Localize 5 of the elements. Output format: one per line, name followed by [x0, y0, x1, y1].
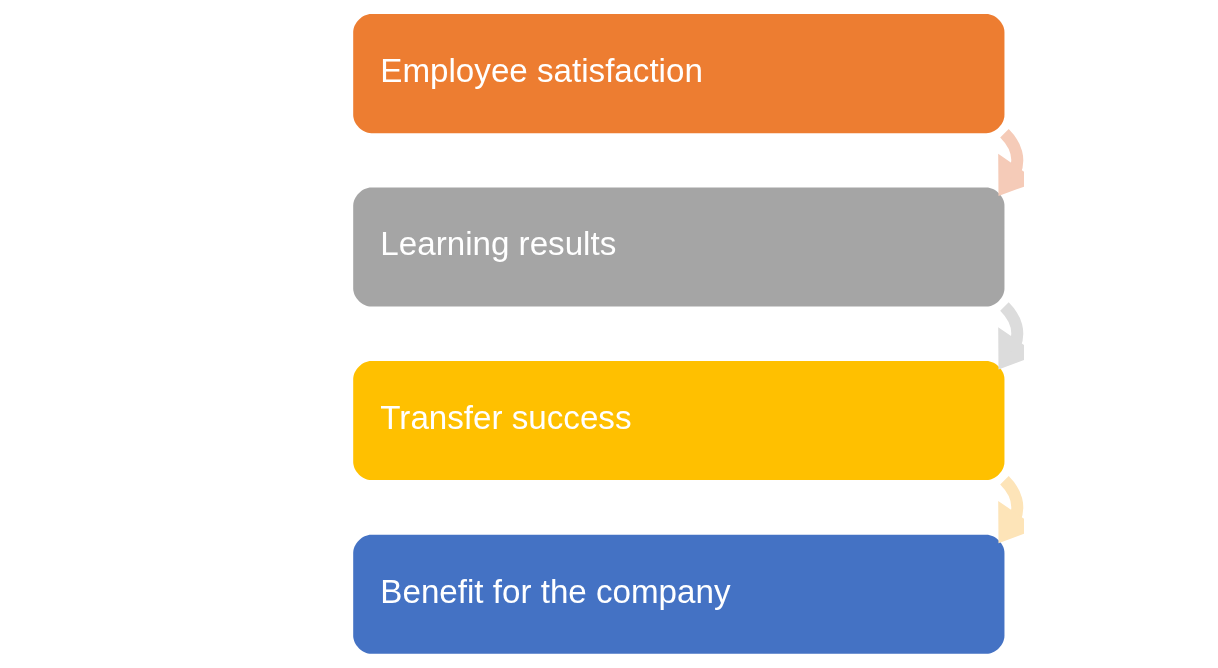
node-box: Employee satisfaction [353, 14, 1005, 134]
arrow [998, 302, 1024, 370]
node-box: Benefit for the company [353, 534, 1005, 654]
node-box: Transfer success [353, 361, 1005, 481]
node-box: Learning results [353, 187, 1005, 307]
